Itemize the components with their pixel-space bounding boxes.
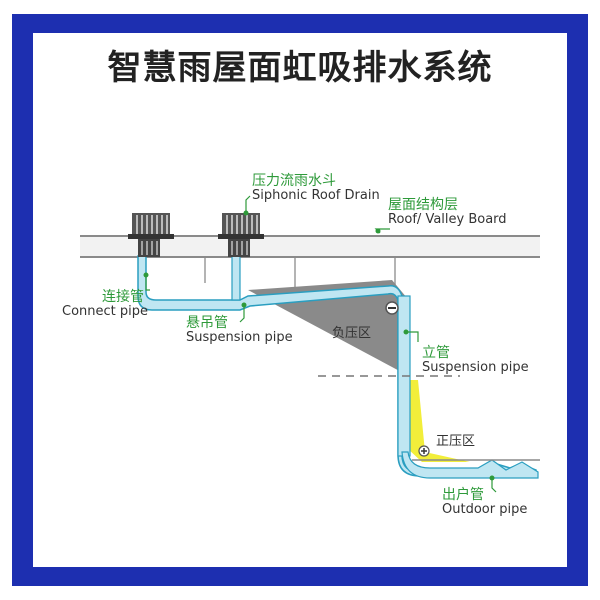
plus-symbol-icon [418,445,430,457]
outdoor-pipe-label-cn: 出户管 [442,487,484,503]
hanger-rods [204,258,396,290]
suspension-h-label-cn: 悬吊管 [186,315,228,331]
siphonic-drain-label-en: Siphonic Roof Drain [252,188,380,203]
roof-drain-left-icon [128,213,174,257]
diagram-title: 智慧雨屋面虹吸排水系统 [107,48,493,88]
negative-zone-label: 负压区 [332,326,372,341]
roof-board-label-cn: 屋面结构层 [388,197,458,213]
roof-board-label-en: Roof/ Valley Board [388,212,507,227]
suspension-v-label-en: Suspension pipe [422,360,529,375]
roof-drain-right-icon [218,213,264,257]
suspension-v-label-cn: 立管 [422,345,450,361]
downpipe-left [231,255,241,301]
suspension-h-label-en: Suspension pipe [186,330,293,345]
positive-pressure-zone [407,380,470,462]
minus-symbol-icon [385,301,399,315]
leader-dots [143,210,495,481]
connect-pipe-label-en: Connect pipe [62,304,148,319]
positive-zone-label: 正压区 [436,434,476,449]
leader-lines [145,195,497,493]
siphonic-drain-label-cn: 压力流雨水斗 [252,173,336,189]
negative-pressure-zone [248,280,407,375]
connect-pipe-label-cn: 连接管 [102,289,144,305]
outdoor-pipe [401,451,539,479]
outdoor-pipe-label-en: Outdoor pipe [442,502,528,517]
